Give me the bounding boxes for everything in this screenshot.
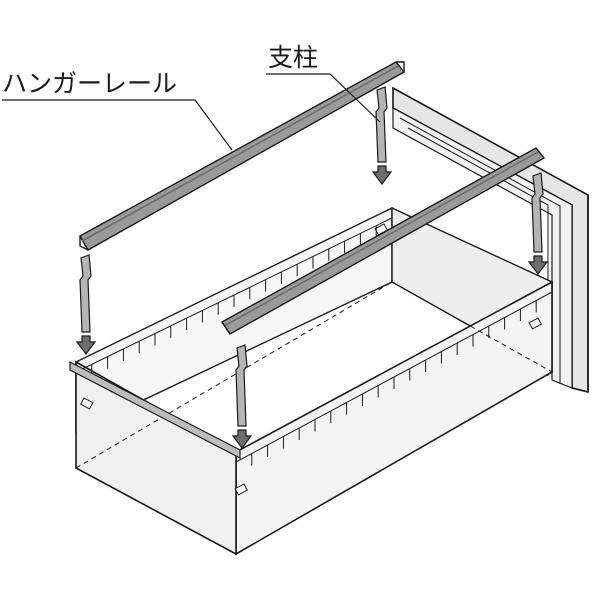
hanger-rail-front — [220, 147, 546, 335]
drawer-top-rail-left — [69, 361, 241, 459]
label-post: 支柱 — [266, 43, 381, 123]
post-body — [79, 254, 92, 333]
down-arrow-icon — [231, 429, 253, 449]
down-arrow-icon — [371, 165, 393, 185]
support-post — [75, 254, 97, 355]
hanger-rail-back — [79, 61, 406, 251]
down-arrow-icon — [75, 335, 97, 355]
down-arrow-icon — [527, 255, 549, 275]
hanger-rail-label: ハンガーレール — [2, 69, 177, 98]
front-panel-notches — [251, 300, 537, 466]
post-body — [531, 172, 544, 253]
post-body — [375, 86, 388, 163]
post-label: 支柱 — [268, 43, 318, 72]
post-body — [235, 344, 248, 427]
support-post — [371, 86, 393, 185]
support-post — [231, 344, 253, 449]
label-hanger-rail: ハンガーレール — [2, 69, 233, 151]
support-post — [527, 172, 549, 275]
support-posts — [75, 86, 549, 449]
hanger-rail-leader-line — [2, 99, 233, 151]
drawer-box — [75, 206, 553, 556]
post-leader-line — [266, 73, 381, 123]
